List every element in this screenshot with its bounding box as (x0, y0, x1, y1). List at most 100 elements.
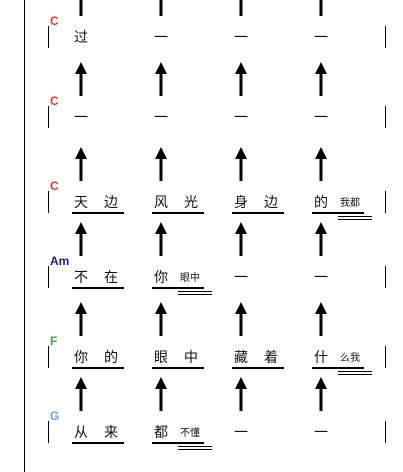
lyric-char: 的 (314, 195, 328, 211)
lyric-char: 眼 (154, 350, 168, 366)
beat-underline (232, 367, 284, 369)
lyric-char: 一 (314, 30, 328, 46)
strum-up-arrow-icon (315, 147, 327, 181)
lyric-small-text: 不懂 (180, 428, 200, 439)
lyric-char: 一 (154, 30, 168, 46)
beat-underline (72, 287, 124, 289)
barline-start (48, 266, 49, 288)
lyric-char: 的 (104, 350, 118, 366)
strum-up-arrow-icon (235, 377, 247, 411)
beat-cell: 风光 (152, 147, 204, 237)
lyric-small-text: 我都 (340, 198, 360, 209)
lyric-char: 一 (234, 30, 248, 46)
beat-cell: 眼中 (152, 302, 204, 392)
strum-up-arrow-icon (155, 62, 167, 96)
strum-up-arrow-icon (155, 222, 167, 256)
lyric-char: 天 (74, 195, 88, 211)
strum-up-arrow-icon (315, 302, 327, 336)
beat-cell: 从来 (72, 377, 124, 467)
beat-cell: 的 我都 (312, 147, 372, 237)
beat-underline (232, 212, 284, 214)
beat-cell: 都 不懂 (152, 377, 212, 467)
lyric-char: 中 (184, 350, 198, 366)
beat-cell: 一 (312, 222, 364, 312)
lyric-char: 一 (234, 110, 248, 126)
strum-up-arrow-icon (155, 377, 167, 411)
lyric-char: 你 (74, 350, 88, 366)
beat-cell: 一 (152, 0, 204, 72)
lyric-char: 边 (104, 195, 118, 211)
strum-up-arrow-icon (315, 62, 327, 96)
beat-underline (152, 287, 204, 289)
barline-end (385, 346, 386, 368)
lyric-char: 一 (154, 110, 168, 126)
lyric-char: 一 (314, 270, 328, 286)
sub-beat-underline (178, 291, 212, 292)
lyric-char: 一 (234, 270, 248, 286)
lyric-char: 光 (184, 195, 198, 211)
sub-beat-underline (178, 446, 212, 447)
beat-underline (152, 367, 204, 369)
barline-start (48, 421, 49, 443)
strum-up-arrow-icon (159, 0, 163, 16)
beat-cell: 不在 (72, 222, 124, 312)
lyric-char: 藏 (234, 350, 248, 366)
left-margin-line (24, 0, 25, 472)
lyric-char: 在 (104, 270, 118, 286)
strum-up-arrow-icon (75, 302, 87, 336)
lyric-char: 边 (264, 195, 278, 211)
lyric-char: 一 (234, 425, 248, 441)
barline-end (385, 191, 386, 213)
beat-underline (72, 442, 124, 444)
lyric-char: 不 (74, 270, 88, 286)
strum-row: G 从来都 不懂 一 一 (0, 377, 403, 467)
beat-cell: 一 (152, 62, 204, 152)
strum-up-arrow-icon (235, 302, 247, 336)
sub-beat-underline (338, 371, 372, 372)
chord-label: Am (50, 254, 70, 268)
strum-up-arrow-icon (75, 222, 87, 256)
strum-up-arrow-icon (79, 0, 83, 16)
lyric-small-text: 眼中 (180, 273, 200, 284)
beat-cell: 一 (232, 377, 284, 467)
beat-cell: 一 (232, 62, 284, 152)
chord-label: F (50, 334, 58, 348)
barline-start (48, 346, 49, 368)
beat-underline (152, 442, 204, 444)
strum-up-arrow-icon (75, 62, 87, 96)
strum-up-arrow-icon (75, 377, 87, 411)
lyric-char: 一 (74, 110, 88, 126)
beat-cell: 一 (312, 0, 364, 72)
beat-cell: 一 (232, 0, 284, 72)
barline-end (385, 421, 386, 443)
beat-underline (72, 212, 124, 214)
barline-end (385, 26, 386, 48)
strum-up-arrow-icon (235, 62, 247, 96)
beat-cell: 你 眼中 (152, 222, 212, 312)
beat-cell: 天边 (72, 147, 124, 237)
lyric-char: 你 (154, 270, 168, 286)
beat-cell: 身边 (232, 147, 284, 237)
barline-start (48, 106, 49, 128)
sub-beat-underline (178, 294, 212, 295)
lyric-char: 过 (74, 30, 88, 46)
chord-label: G (50, 409, 60, 423)
beat-underline (312, 212, 364, 214)
lyric-char: 一 (314, 425, 328, 441)
beat-cell: 藏着 (232, 302, 284, 392)
beat-cell: 什么我 (312, 302, 372, 392)
lyric-char: 什 (314, 350, 328, 366)
sub-beat-underline (338, 374, 372, 375)
lyric-char: 都 (154, 425, 168, 441)
lyric-char: 身 (234, 195, 248, 211)
beat-cell: 一 (312, 62, 364, 152)
chord-label: C (50, 94, 59, 108)
sub-beat-underline (338, 219, 372, 220)
strum-up-arrow-icon (155, 302, 167, 336)
beat-cell: 一 (312, 377, 364, 467)
beat-underline (152, 212, 204, 214)
